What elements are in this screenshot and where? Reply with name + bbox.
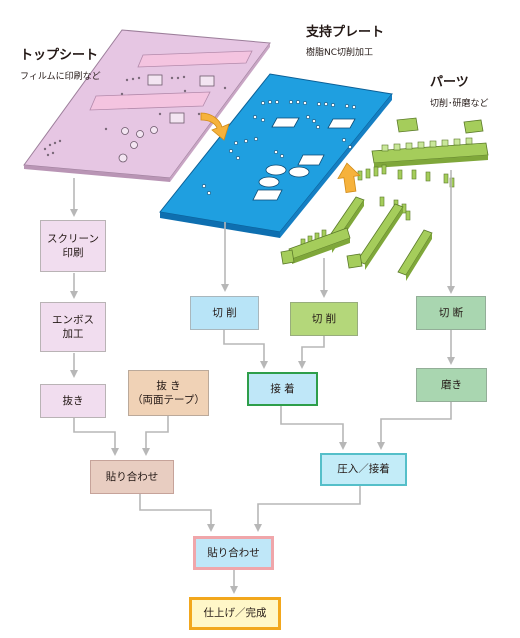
step-sever-label: 切 断 xyxy=(438,306,464,319)
step-bond-label: 接 着 xyxy=(270,382,295,395)
step-cut-parts: 切 削 xyxy=(290,302,358,336)
step-finish-label: 仕上げ／完成 xyxy=(203,607,267,620)
step-punch-tape-line2: （両面テープ） xyxy=(132,394,205,406)
parts-subtitle: 切削･研磨など xyxy=(430,99,489,109)
parts-title: パーツ xyxy=(430,75,469,90)
step-punch: 抜き xyxy=(40,384,106,418)
step-cut-plate: 切 削 xyxy=(190,296,259,330)
support-plate-title: 支持プレート xyxy=(306,25,385,40)
flow-arrows xyxy=(70,170,455,594)
step-press-bond: 圧入／接着 xyxy=(320,453,407,486)
step-punch-tape: 抜 き （両面テープ） xyxy=(128,370,209,416)
transition-arrow-parts-to-plate xyxy=(337,162,361,194)
step-polish-label: 磨き xyxy=(441,378,462,391)
step-emboss-line1: エンボス xyxy=(52,313,94,326)
step-screen-print-line2: 印刷 xyxy=(62,247,84,259)
step-cut-parts-label: 切 削 xyxy=(311,312,337,325)
step-polish: 磨き xyxy=(416,368,487,402)
step-laminate-1: 貼り合わせ xyxy=(90,460,174,494)
step-screen-print: スクリーン 印刷 xyxy=(40,220,106,272)
top-sheet-title: トップシート xyxy=(20,48,99,63)
top-sheet-subtitle: フィルムに印刷など xyxy=(20,72,101,82)
step-laminate-1-label: 貼り合わせ xyxy=(105,470,159,483)
parts-illustration xyxy=(280,117,489,281)
step-laminate-final-label: 貼り合わせ xyxy=(207,546,260,559)
step-press-bond-label: 圧入／接着 xyxy=(337,463,390,476)
step-sever: 切 断 xyxy=(416,296,486,330)
support-plate-subtitle: 樹脂NC切削加工 xyxy=(306,48,374,58)
step-punch-label: 抜き xyxy=(62,394,84,407)
top-sheet-illustration xyxy=(23,29,271,182)
step-screen-print-line1: スクリーン xyxy=(47,232,99,245)
support-plate-illustration xyxy=(159,73,393,238)
step-bond: 接 着 xyxy=(247,372,318,406)
step-emboss: エンボス 加工 xyxy=(40,302,106,352)
step-finish: 仕上げ／完成 xyxy=(189,597,281,630)
step-cut-plate-label: 切 削 xyxy=(212,306,237,319)
step-laminate-final: 貼り合わせ xyxy=(193,536,274,570)
transition-arrow-sheet-to-plate xyxy=(200,112,230,141)
step-emboss-line2: 加工 xyxy=(62,328,84,340)
step-punch-tape-line1: 抜 き xyxy=(156,379,181,392)
